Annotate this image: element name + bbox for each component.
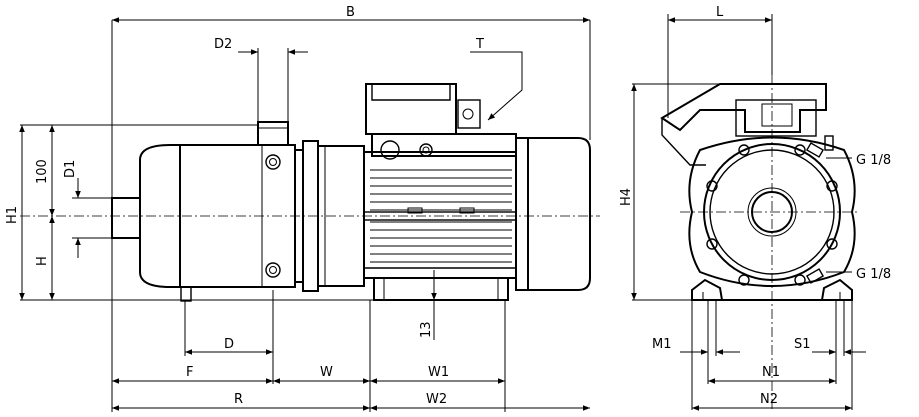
inlet-port xyxy=(751,191,793,233)
drain-plug xyxy=(180,286,192,302)
front-terminal-box xyxy=(660,83,834,166)
dim-label-w1: W1 xyxy=(428,365,449,380)
motor-body xyxy=(363,151,517,279)
dim-label-n2: N2 xyxy=(760,392,778,407)
suction-nozzle xyxy=(111,197,141,239)
casing-bolts xyxy=(265,154,281,278)
dim-label-h4: H4 xyxy=(619,188,634,206)
fan-cover xyxy=(515,137,591,291)
terminal-box xyxy=(365,83,517,160)
front-dimension-lines xyxy=(631,17,866,411)
dim-label-w2: W2 xyxy=(426,392,447,407)
dim-label-f: F xyxy=(186,365,193,380)
dim-label-13: 13 xyxy=(419,321,434,338)
dim-label-w: W xyxy=(320,365,333,380)
dim-label-d1: D1 xyxy=(63,160,78,178)
dim-label-s1: S1 xyxy=(794,337,811,352)
dim-label-r: R xyxy=(234,392,243,407)
extension-lines xyxy=(20,20,591,412)
dim-label-t: T xyxy=(475,37,484,52)
front-view: L H4 G 1/8 G 1/8 M1 S1 N1 N2 xyxy=(619,5,891,411)
dimension-lines xyxy=(19,17,590,411)
dim-label-h1: H1 xyxy=(5,206,20,224)
front-bolts xyxy=(706,144,838,286)
dim-label-n1: N1 xyxy=(762,365,780,380)
dim-label-g-top: G 1/8 xyxy=(856,153,891,168)
side-view: B D2 T H1 100 D1 H D 13 F W W1 R W2 xyxy=(5,5,600,412)
dim-label-100: 100 xyxy=(35,159,50,184)
motor-inner-ring xyxy=(709,149,835,275)
front-base xyxy=(691,278,853,301)
dim-label-h: H xyxy=(35,256,50,266)
dim-label-d2: D2 xyxy=(214,37,232,52)
dim-label-g-bottom: G 1/8 xyxy=(856,267,891,282)
dim-label-d: D xyxy=(224,337,234,352)
motor-outer-ring xyxy=(703,143,841,281)
dim-label-b: B xyxy=(346,5,355,20)
motor-foot xyxy=(373,277,509,301)
plug-ports xyxy=(805,142,825,284)
discharge-nozzle xyxy=(257,121,289,146)
dim-label-l: L xyxy=(716,5,724,20)
dim-label-m1: M1 xyxy=(652,337,672,352)
front-extension-lines xyxy=(632,14,853,410)
